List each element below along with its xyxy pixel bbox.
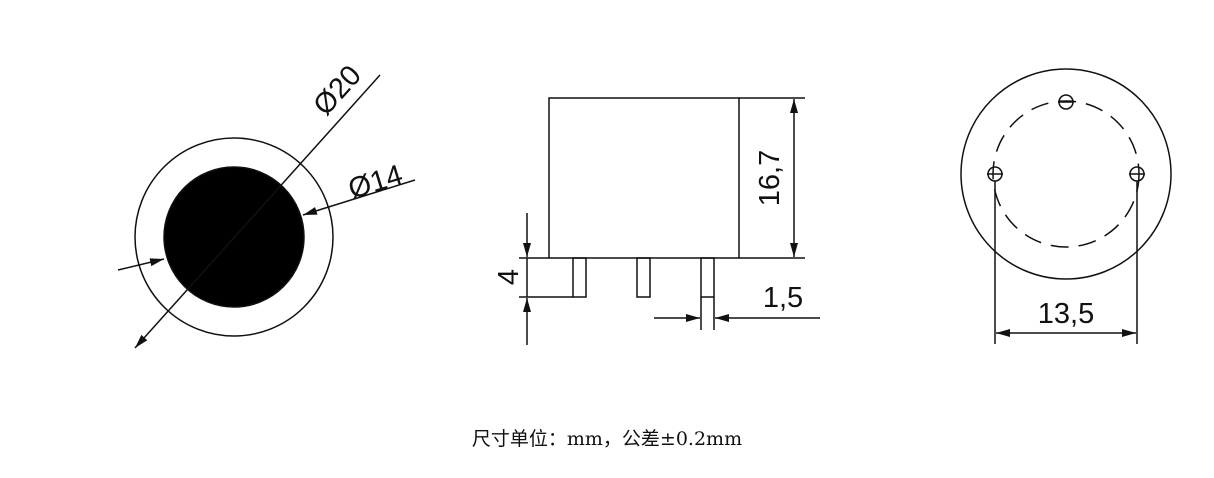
- pin-right: [700, 257, 715, 298]
- pin-left: [572, 257, 587, 298]
- pin-length-label: 4: [493, 269, 525, 285]
- pin-middle: [636, 257, 651, 298]
- pin-width-label: 1,5: [763, 282, 803, 314]
- pin-circle-dashed: [992, 100, 1140, 248]
- unit-caption: 尺寸单位：mm，公差±0.2mm: [471, 428, 743, 450]
- inner-diameter-leader: [302, 179, 416, 216]
- outer-diameter-leader: [134, 74, 381, 349]
- side-view: [519, 97, 820, 345]
- bottom-view: [960, 68, 1172, 344]
- sensor-body: [548, 97, 740, 259]
- pin-span-label: 13,5: [1038, 298, 1094, 330]
- outer-diameter-label: Ø20: [307, 60, 367, 122]
- outer-circle: [134, 137, 334, 337]
- top-view: [117, 74, 416, 349]
- inner-diameter-label: Ø14: [345, 159, 407, 206]
- bottom-outer-circle: [960, 68, 1172, 280]
- height-label: 16,7: [754, 150, 786, 206]
- inner-diameter-leader-tail: [117, 258, 165, 271]
